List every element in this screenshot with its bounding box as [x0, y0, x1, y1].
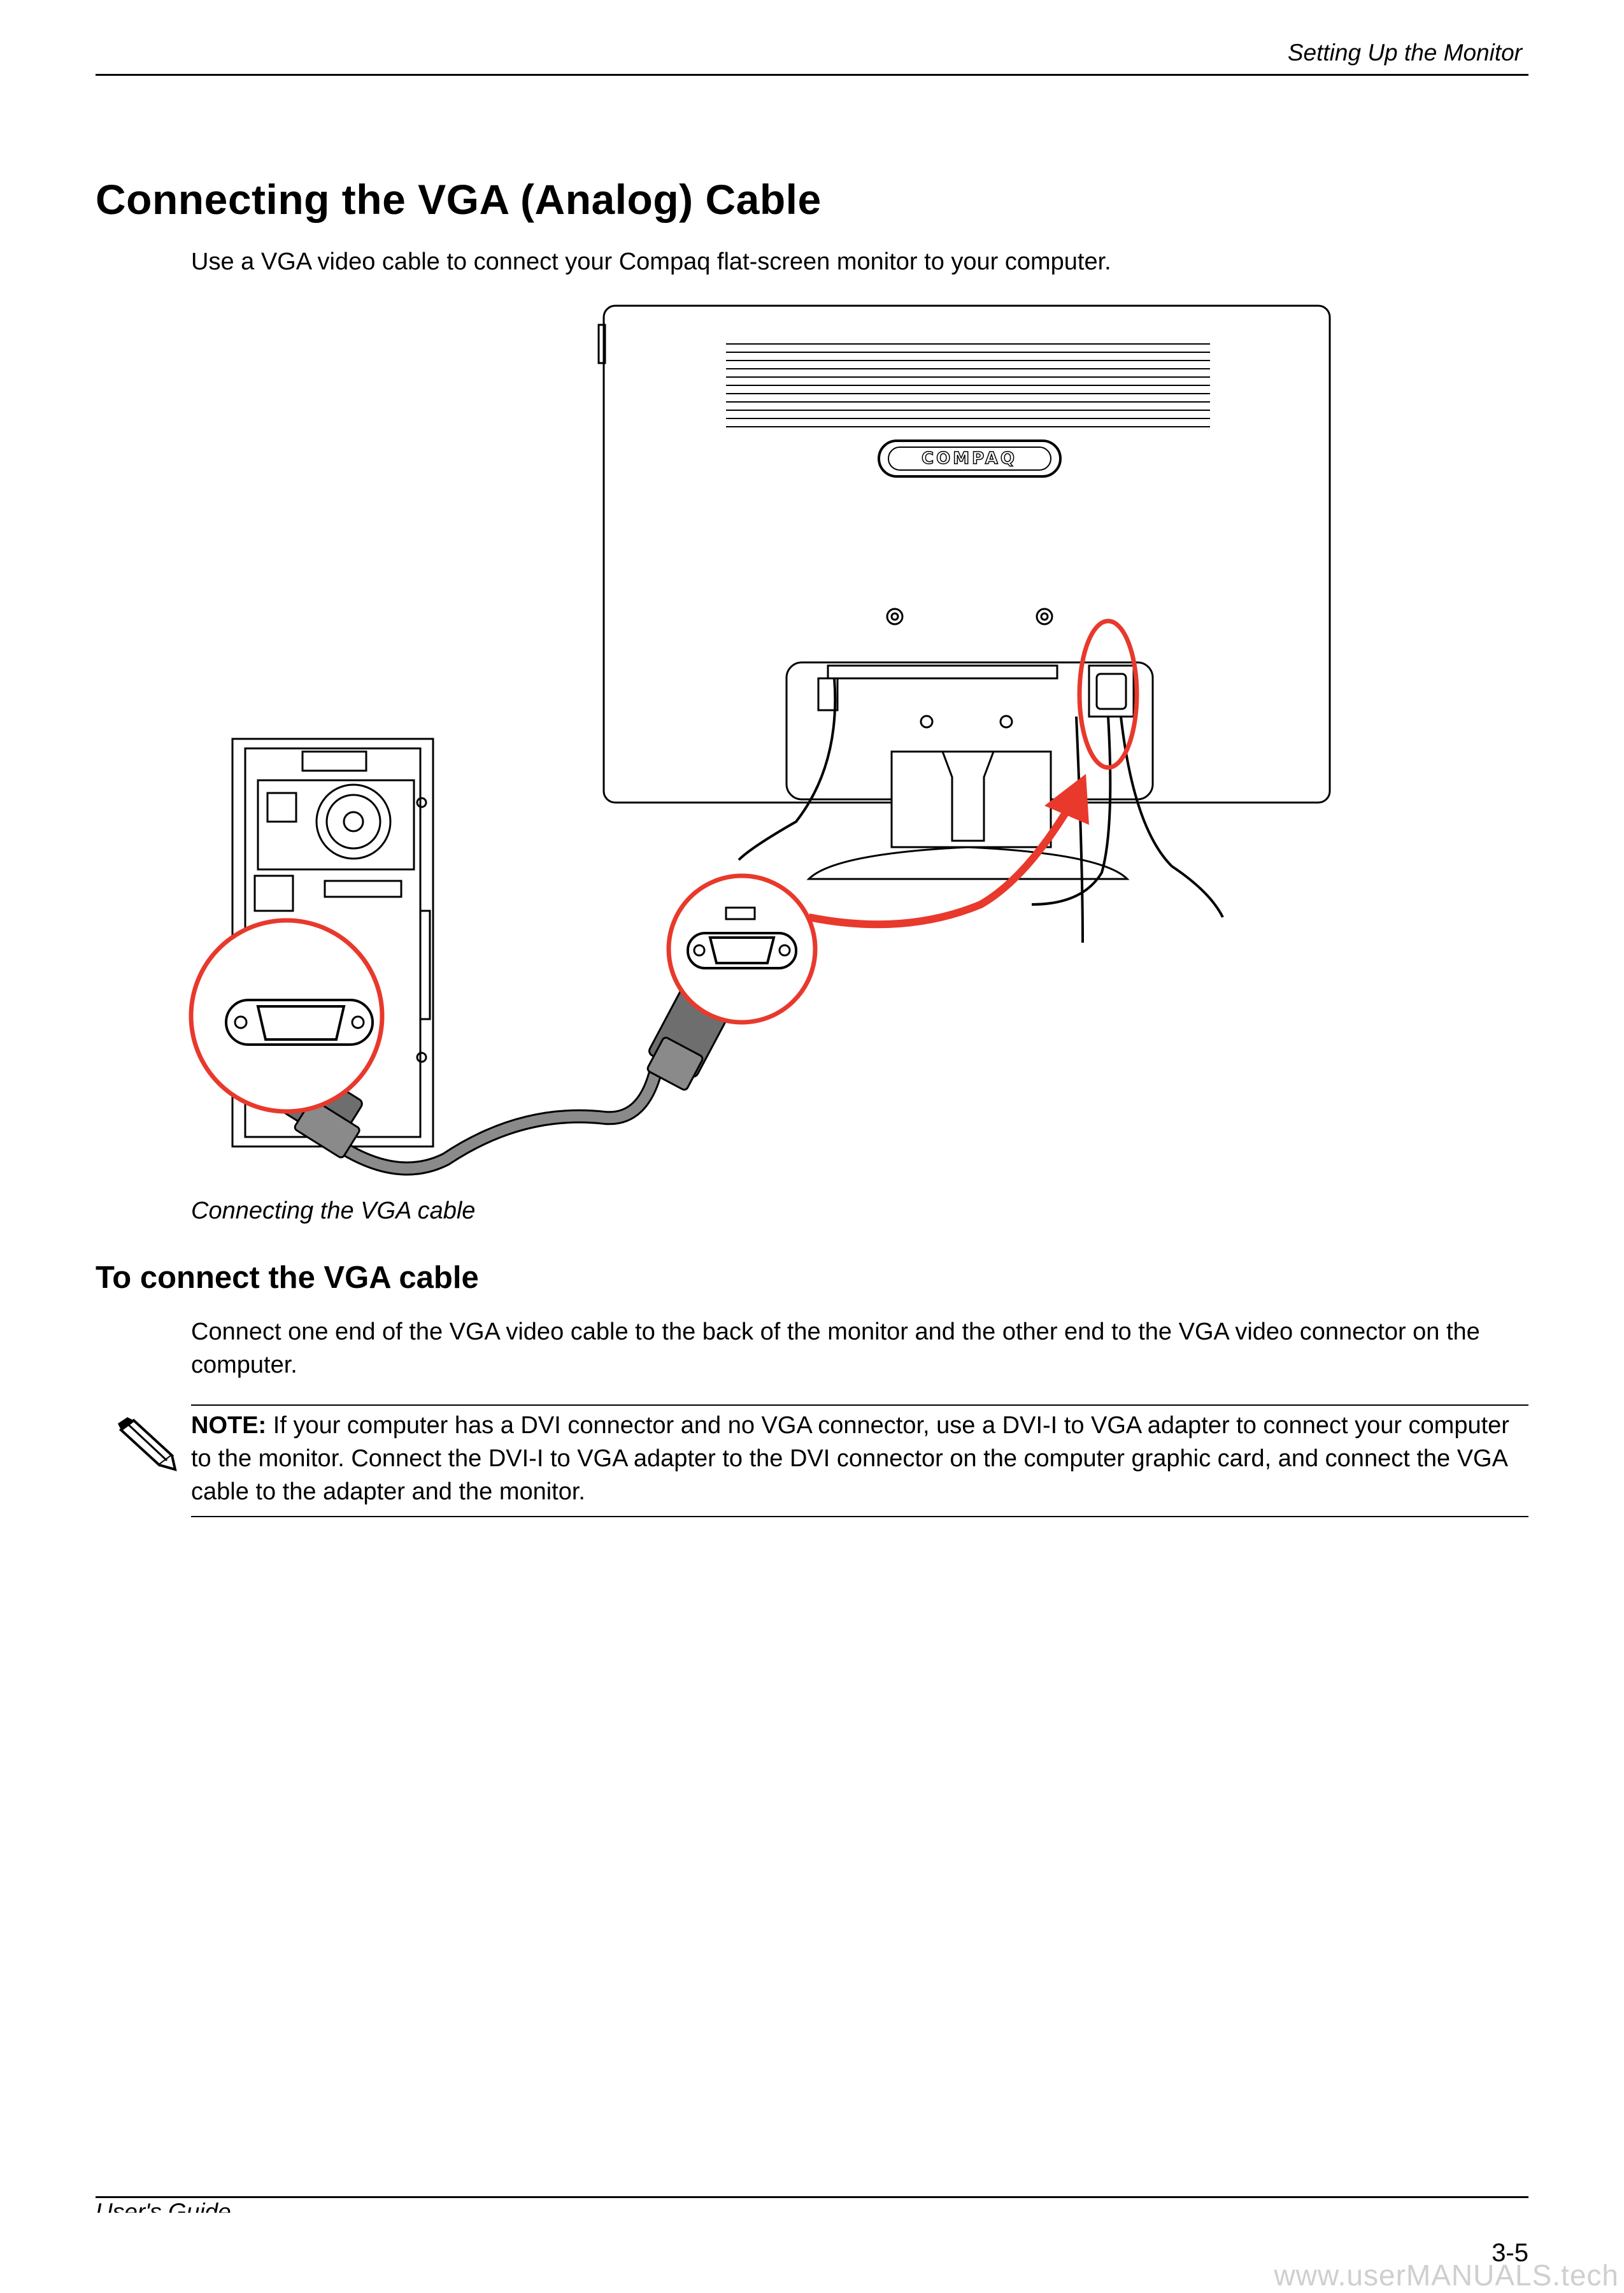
header-divider: [96, 74, 1528, 76]
vga-connection-figure: COMPAQ: [185, 299, 1382, 1185]
footer-title: User's Guide: [96, 2199, 231, 2213]
arrow-head: [1044, 774, 1089, 825]
computer-vga-port-callout: [189, 918, 385, 1114]
monitor-port-highlight: [1077, 618, 1139, 770]
subsection-title: To connect the VGA cable: [96, 1261, 479, 1295]
instruction-text: Connect one end of the VGA video cable t…: [191, 1318, 1480, 1378]
watermark: www.userMANUALS.tech: [1274, 2259, 1619, 2292]
connection-arrow: [808, 803, 1074, 929]
page-number: 3-5: [1492, 2239, 1528, 2267]
note-label: NOTE:: [191, 1412, 267, 1439]
footer-divider: [96, 2196, 1528, 2198]
section-title: Connecting the VGA (Analog) Cable: [96, 176, 822, 223]
running-header: Setting Up the Monitor: [1287, 39, 1522, 66]
figure-caption: Connecting the VGA cable: [191, 1197, 476, 1224]
pencil-icon: [115, 1411, 185, 1475]
note-divider-bottom: [191, 1516, 1528, 1517]
monitor-vga-port-callout: [666, 873, 818, 1025]
note-block: NOTE: If your computer has a DVI connect…: [191, 1409, 1528, 1508]
monitor-back-illustration: [597, 304, 1331, 943]
section-intro: Use a VGA video cable to connect your Co…: [191, 248, 1111, 275]
note-text: If your computer has a DVI connector and…: [191, 1412, 1509, 1505]
note-divider-top: [191, 1404, 1528, 1406]
brand-logo: COMPAQ: [922, 449, 1017, 468]
